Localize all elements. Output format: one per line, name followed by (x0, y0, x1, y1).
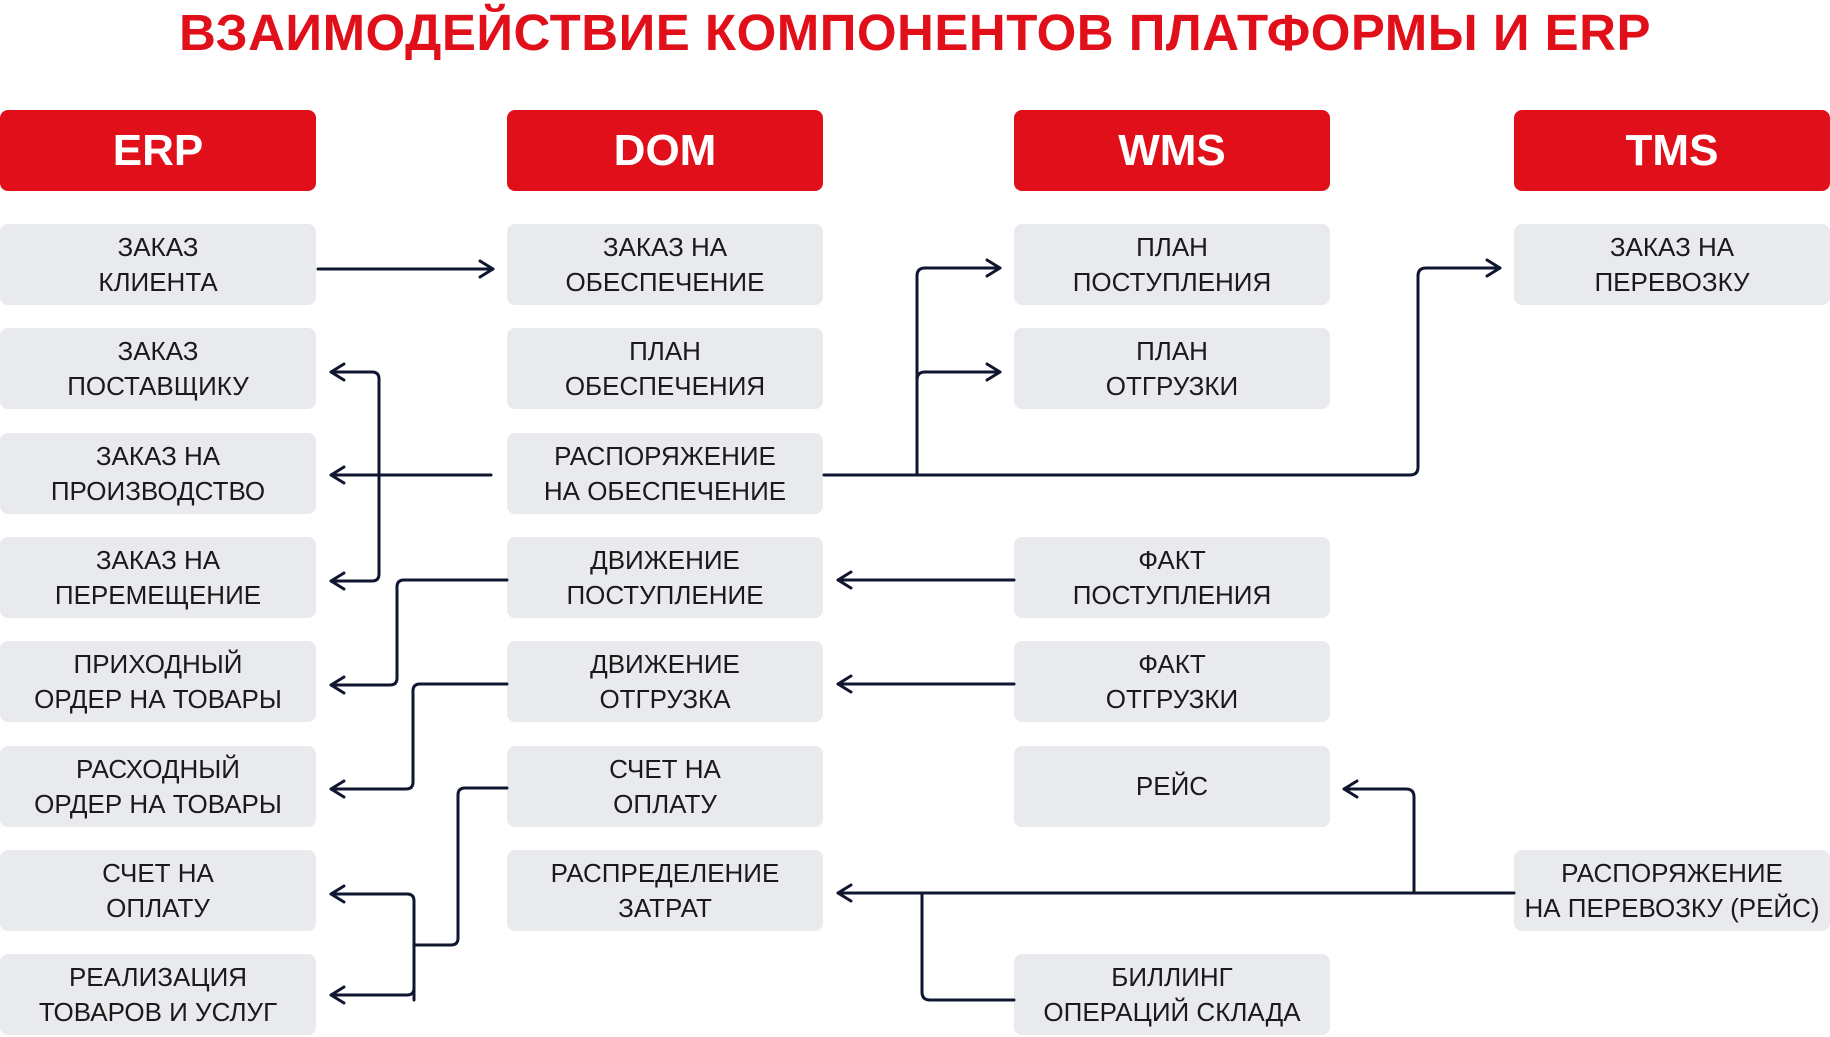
box-line: ОПЛАТУ (613, 788, 717, 819)
dom-movement-receipt: ДВИЖЕНИЕ ПОСТУПЛЕНИЕ (507, 537, 823, 618)
page-title: ВЗАИМОДЕЙСТВИЕ КОМПОНЕНТОВ ПЛАТФОРМЫ И E… (178, 4, 1652, 61)
erp-supplier-order: ЗАКАЗ ПОСТАВЩИКУ (0, 328, 316, 409)
box-line: ФАКТ (1138, 648, 1206, 679)
wms-receipt-plan: ПЛАН ПОСТУПЛЕНИЯ (1014, 224, 1330, 305)
erp-goods-issue: РАСХОДНЫЙ ОРДЕР НА ТОВАРЫ (0, 746, 316, 827)
column-header-wms: WMS (1014, 110, 1330, 191)
dom-supply-plan: ПЛАН ОБЕСПЕЧЕНИЯ (507, 328, 823, 409)
erp-transfer-order: ЗАКАЗ НА ПЕРЕМЕЩЕНИЕ (0, 537, 316, 618)
column-header-tms: TMS (1514, 110, 1830, 191)
box-line: ОРДЕР НА ТОВАРЫ (34, 683, 282, 714)
box-line: ОТГРУЗКИ (1105, 683, 1239, 714)
box-line: ЗАКАЗ (117, 231, 199, 262)
box-line: ОТГРУЗКА (599, 683, 731, 714)
box-line: ЗАКАЗ (117, 335, 199, 366)
wms-trip: РЕЙС (1014, 746, 1330, 827)
box-line: СЧЕТ НА (102, 857, 214, 888)
box-line: ДВИЖЕНИЕ (590, 544, 740, 575)
dom-supply-order: ЗАКАЗ НА ОБЕСПЕЧЕНИЕ (507, 224, 823, 305)
dom-invoice: СЧЕТ НА ОПЛАТУ (507, 746, 823, 827)
box-line: ПЕРЕМЕЩЕНИЕ (54, 579, 262, 610)
box-line: ПОСТУПЛЕНИЯ (1072, 266, 1272, 297)
box-line: ОПЛАТУ (106, 892, 210, 923)
tms-transport-order: ЗАКАЗ НА ПЕРЕВОЗКУ (1514, 224, 1830, 305)
erp-customer-order: ЗАКАЗ КЛИЕНТА (0, 224, 316, 305)
box-line: РАСПОРЯЖЕНИЕ (1561, 857, 1783, 888)
box-line: ПРИХОДНЫЙ (73, 648, 243, 679)
wms-receipt-fact: ФАКТ ПОСТУПЛЕНИЯ (1014, 537, 1330, 618)
box-line: ОТГРУЗКИ (1105, 370, 1239, 401)
box-line: ПЛАН (1136, 231, 1208, 262)
box-line: РЕЙС (1135, 771, 1209, 801)
box-line: ЗАКАЗ НА (602, 231, 728, 262)
tms-transport-directive: РАСПОРЯЖЕНИЕ НА ПЕРЕВОЗКУ (РЕЙС) (1514, 850, 1830, 931)
connector-directive-to-tms-order (822, 258, 1502, 477)
connector-invoice-branch (329, 884, 416, 1002)
erp-production-order: ЗАКАЗ НА ПРОИЗВОДСТВО (0, 433, 316, 514)
box-line: ЗАКАЗ НА (95, 440, 221, 471)
connector-billing-to-cost-allocation (920, 891, 1016, 1002)
connector-dom-invoice-to-erp (412, 786, 509, 947)
box-line: ТОВАРОВ И УСЛУГ (38, 996, 278, 1027)
box-line: НА ПЕРЕВОЗКУ (РЕЙС) (1524, 892, 1820, 923)
box-line: РАСХОДНЫЙ (76, 753, 240, 784)
erp-goods-receipt: ПРИХОДНЫЙ ОРДЕР НА ТОВАРЫ (0, 641, 316, 722)
box-line: ПОСТУПЛЕНИЯ (1072, 579, 1272, 610)
box-line: БИЛЛИНГ (1111, 961, 1233, 992)
box-line: ОБЕСПЕЧЕНИЕ (565, 266, 765, 297)
wms-billing: БИЛЛИНГ ОПЕРАЦИЙ СКЛАДА (1014, 954, 1330, 1035)
dom-cost-allocation: РАСПРЕДЕЛЕНИЕ ЗАТРАТ (507, 850, 823, 931)
connector-bus-to-transfer (329, 473, 381, 591)
box-line: ДВИЖЕНИЕ (590, 648, 740, 679)
connector-movement-shipment-to-goods-issue (329, 682, 509, 799)
box-line: ЗАКАЗ НА (95, 544, 221, 575)
column-header-erp: ERP (0, 110, 316, 191)
box-line: ПОСТУПЛЕНИЕ (566, 579, 764, 610)
connector-directive-to-shipment-plan (915, 362, 1002, 382)
connector-sales-branch (329, 943, 416, 1005)
box-line: ПОСТАВЩИКУ (67, 370, 249, 401)
connector-directive-to-receipt-plan (915, 258, 1002, 477)
column-header-dom: DOM (507, 110, 823, 191)
box-line: ЗАКАЗ НА (1609, 231, 1735, 262)
box-line: ЗАТРАТ (618, 892, 712, 923)
box-line: ОРДЕР НА ТОВАРЫ (34, 788, 282, 819)
box-line: ПЛАН (1136, 335, 1208, 366)
dom-movement-shipment: ДВИЖЕНИЕ ОТГРУЗКА (507, 641, 823, 722)
connector-transport-to-trip (1342, 779, 1416, 895)
erp-sales: РЕАЛИЗАЦИЯ ТОВАРОВ И УСЛУГ (0, 954, 316, 1035)
box-line: РАСПРЕДЕЛЕНИЕ (550, 857, 780, 888)
box-line: КЛИЕНТА (98, 266, 218, 297)
box-line: ПЛАН (629, 335, 701, 366)
connector-movement-receipt-to-goods-receipt (329, 578, 509, 695)
box-line: ОПЕРАЦИЙ СКЛАДА (1043, 996, 1301, 1027)
box-line: РАСПОРЯЖЕНИЕ (554, 440, 776, 471)
box-line: ФАКТ (1138, 544, 1206, 575)
box-line: СЧЕТ НА (609, 753, 721, 784)
wms-shipment-fact: ФАКТ ОТГРУЗКИ (1014, 641, 1330, 722)
dom-supply-directive: РАСПОРЯЖЕНИЕ НА ОБЕСПЕЧЕНИЕ (507, 433, 823, 514)
box-line: ПРОИЗВОДСТВО (50, 475, 266, 506)
box-line: ОБЕСПЕЧЕНИЯ (564, 370, 766, 401)
box-line: НА ОБЕСПЕЧЕНИЕ (543, 475, 787, 506)
box-line: ПЕРЕВОЗКУ (1594, 266, 1750, 297)
wms-shipment-plan: ПЛАН ОТГРУЗКИ (1014, 328, 1330, 409)
erp-invoice: СЧЕТ НА ОПЛАТУ (0, 850, 316, 931)
box-line: РЕАЛИЗАЦИЯ (68, 961, 248, 992)
connector-bus-supplier-transfer (329, 362, 381, 477)
